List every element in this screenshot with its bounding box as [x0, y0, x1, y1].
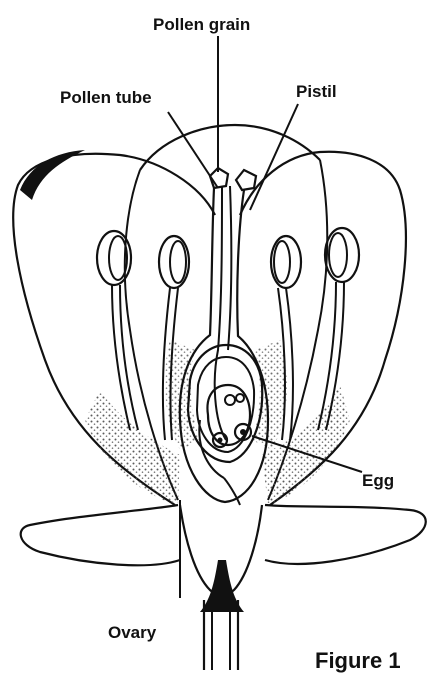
label-pollen-grain: Pollen grain	[153, 15, 250, 34]
left-sepal	[21, 505, 180, 565]
back-petal	[140, 125, 320, 170]
label-ovary: Ovary	[108, 623, 157, 642]
leader-pollen-tube	[168, 112, 218, 188]
label-egg: Egg	[362, 471, 394, 490]
label-pistil: Pistil	[296, 82, 337, 101]
leader-pistil	[250, 104, 298, 210]
petals	[13, 125, 406, 505]
stamens	[97, 228, 359, 440]
stigma-right	[236, 170, 256, 190]
left-petal-dark-edge	[20, 150, 85, 200]
labels: Pollen grain Pollen tube Pistil Egg Ovar…	[60, 15, 401, 673]
pistil	[180, 168, 268, 505]
sepals	[21, 505, 426, 612]
right-sepal	[265, 505, 426, 564]
pollen-tube	[215, 186, 226, 440]
figure-caption: Figure 1	[315, 648, 401, 673]
leader-lines	[168, 36, 362, 598]
label-pollen-tube: Pollen tube	[60, 88, 152, 107]
filament-3	[286, 288, 293, 440]
